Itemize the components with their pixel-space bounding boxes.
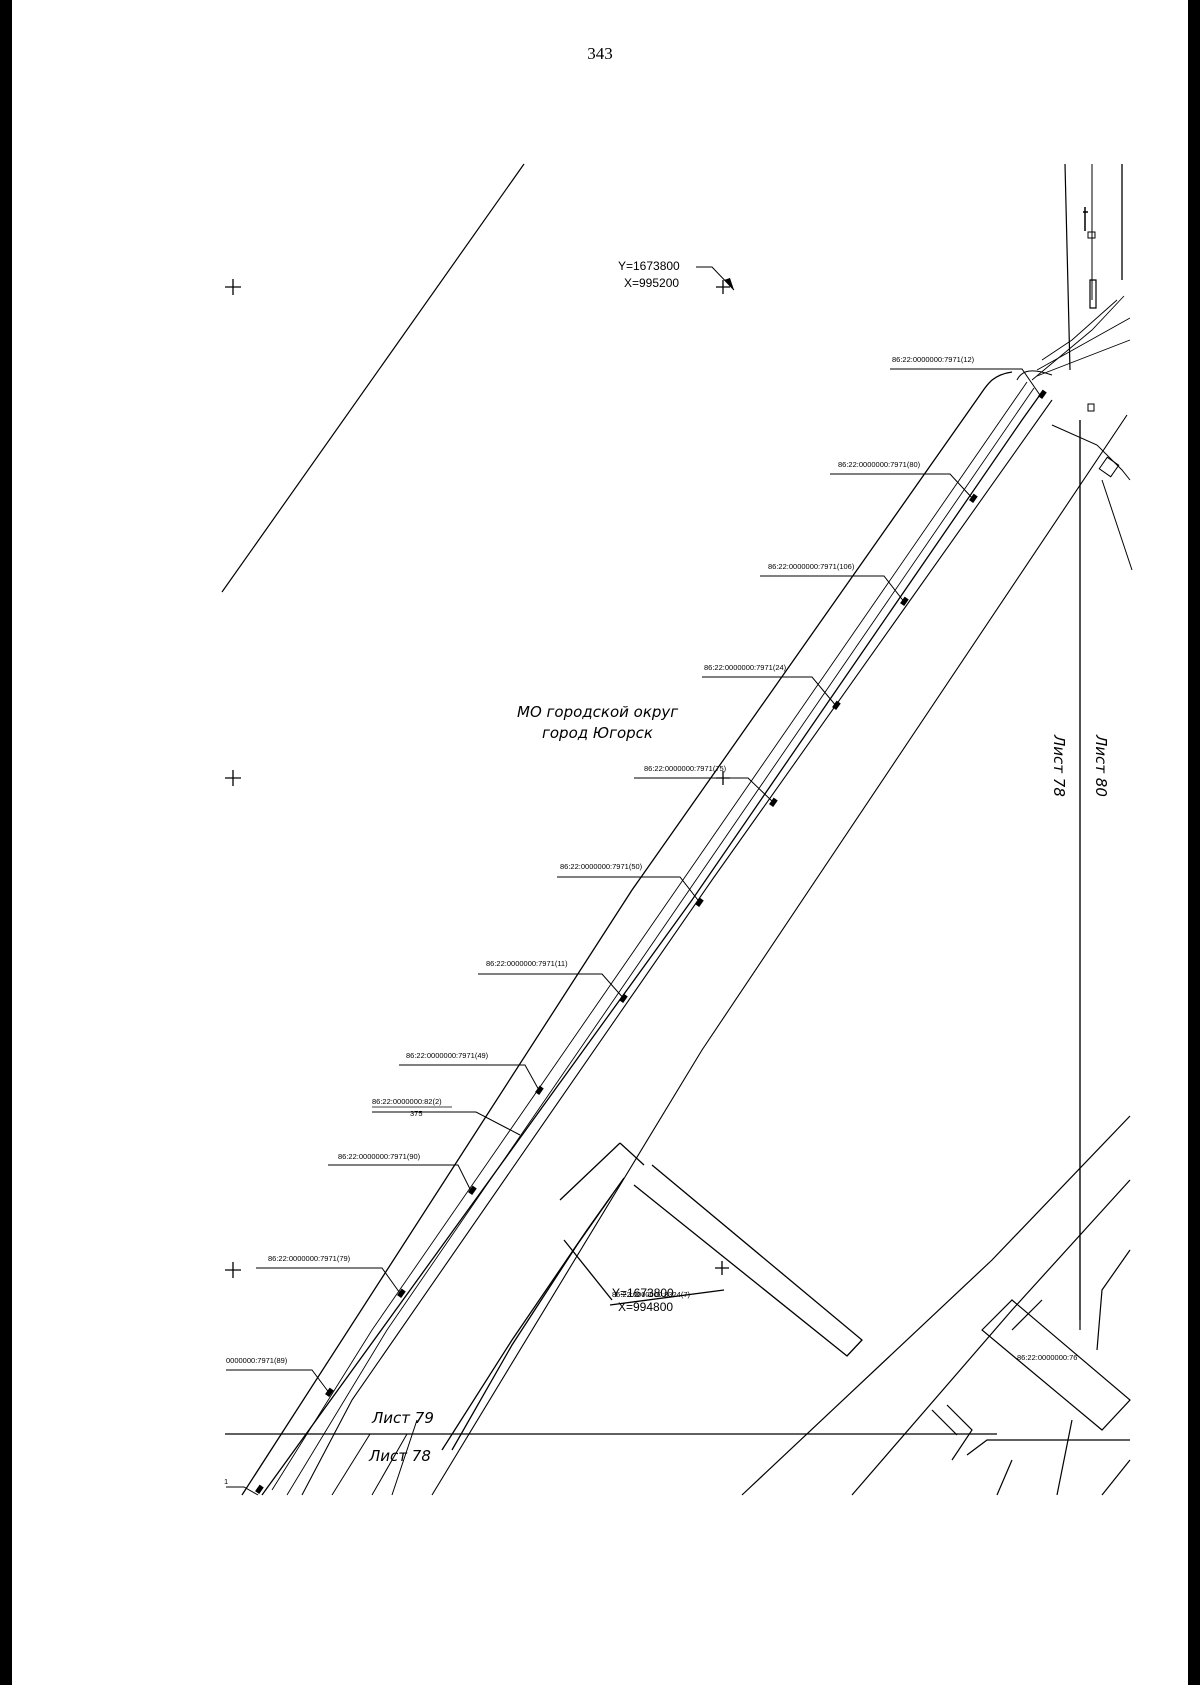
- parcel-label: 86:22:0000000:7971(80): [838, 460, 921, 469]
- coord-x-bottom: X=994800: [618, 1300, 673, 1314]
- parcel-label: 86:22:0000000:7971(90): [338, 1152, 421, 1161]
- parcel-label: 86:22:0000000:7971(24): [704, 663, 787, 672]
- parcel-label: 86:22:0000000:7971(75): [644, 764, 727, 773]
- sheet-79-label: Лист 79: [371, 1409, 434, 1427]
- parcel-label: 86:22:0000000:7971(11): [486, 959, 568, 968]
- building-outline: [441, 1142, 863, 1451]
- coord-x-top: X=995200: [624, 276, 679, 290]
- sheet-boundaries: [225, 420, 1081, 1435]
- sheet-78-right-label: Лист 78: [1050, 734, 1068, 797]
- parcel-label: 86:22:0000000:7971(106): [768, 562, 855, 571]
- parcel-label: 86:22:0000000:7971(49): [406, 1051, 489, 1060]
- boundary-line-left: [221, 163, 525, 593]
- road-corner: [1016, 370, 1053, 381]
- parcel-label-extra: 86:22:0000000:76: [1017, 1353, 1077, 1362]
- sheet-80-right-label: Лист 80: [1092, 734, 1110, 797]
- coord-y-bottom: Y=1673800: [612, 1286, 674, 1300]
- leader-lines: [226, 368, 1043, 1496]
- page-number: 343: [587, 44, 613, 63]
- cadastral-map: Y=1673800 X=995200 Y=1673800 X=994800 МО…: [221, 163, 1133, 1496]
- parcel-points: [255, 389, 1047, 1494]
- area-label-line1: МО городской округ: [517, 703, 678, 721]
- bottom-road-lines: [331, 1419, 418, 1496]
- parcel-label: 86:22:0000000:7971(79): [268, 1254, 351, 1263]
- coord-y-top: Y=1673800: [618, 259, 680, 273]
- buildings-bottom-right: [741, 1115, 1131, 1496]
- parcel-label: 86:22:0000000:7971(12): [892, 355, 975, 364]
- coord-arrow-icon: [724, 278, 734, 290]
- parcel-fraction-denominator: 375: [410, 1109, 423, 1118]
- area-label-line2: город Югорск: [542, 724, 653, 742]
- parcel-label-extra: 86:22:0000000:8324(7): [612, 1290, 690, 1299]
- point-label: 1: [224, 1477, 228, 1486]
- parcel-fraction-numerator: 86:22:0000000:82(2): [372, 1097, 442, 1106]
- map-page: 343: [12, 0, 1188, 1685]
- road-corridor: [241, 295, 1131, 1496]
- parcel-label: 0000000:7971(89): [226, 1356, 288, 1365]
- sheet-78-bottom-label: Лист 78: [368, 1447, 431, 1465]
- parcel-label: 86:22:0000000:7971(50): [560, 862, 643, 871]
